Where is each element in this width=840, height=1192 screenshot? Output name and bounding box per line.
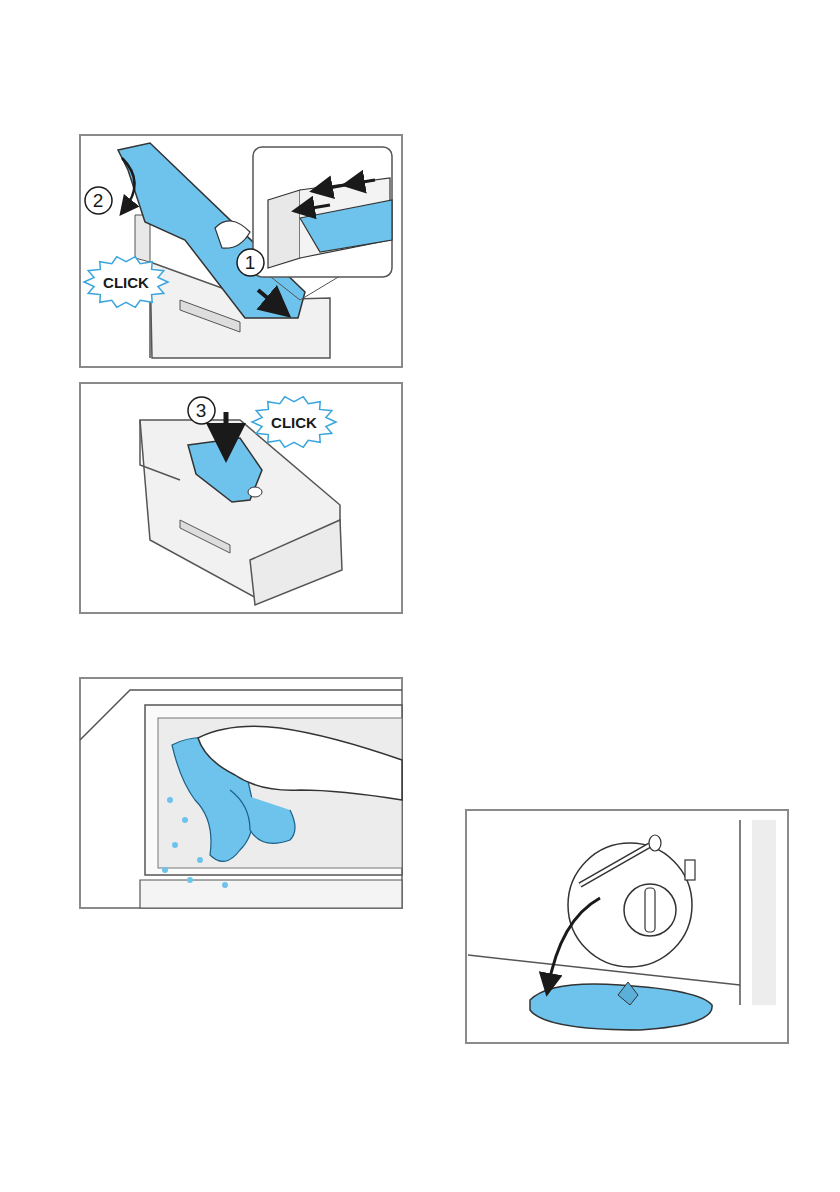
callout-circle xyxy=(237,249,264,276)
panel-filter-cover xyxy=(466,810,788,1043)
callout-number: 3 xyxy=(196,401,207,420)
callout-number: 1 xyxy=(245,253,256,272)
click-label: CLICK xyxy=(271,415,317,430)
click-burst: CLICK xyxy=(84,256,168,308)
click-label: CLICK xyxy=(103,275,149,290)
panel-wipe-recess xyxy=(80,678,402,908)
callout-number: 3 xyxy=(187,396,216,425)
panel-insert-press xyxy=(80,383,402,613)
callout-circle xyxy=(85,187,112,214)
callout-circle xyxy=(188,397,215,424)
click-starburst xyxy=(252,397,336,448)
click-starburst xyxy=(84,257,168,308)
callout-number: 2 xyxy=(93,191,104,210)
click-burst: CLICK xyxy=(252,396,336,448)
panel-insert-fit xyxy=(80,135,402,367)
callout-number: 1 xyxy=(236,248,265,277)
callout-number: 2 xyxy=(84,186,113,215)
